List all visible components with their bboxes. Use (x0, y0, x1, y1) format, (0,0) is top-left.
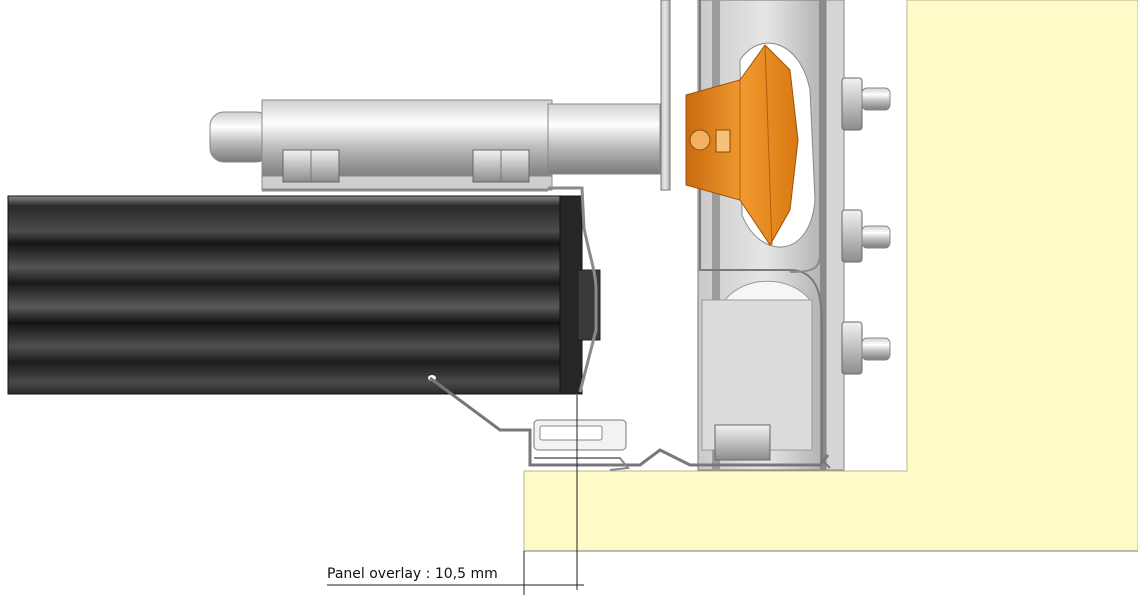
hinge-shaft (209, 99, 661, 191)
bolt-top (841, 77, 891, 131)
annotation-separator: : (421, 566, 435, 582)
annotation-value: 10,5 mm (434, 566, 498, 582)
bolt-middle (841, 209, 891, 263)
seal-clip-profile (429, 376, 830, 471)
steel-bracket-profile (262, 186, 598, 393)
guide-rod (660, 0, 671, 191)
hex-nut-right (472, 149, 530, 183)
annotation-label: Panel overlay (327, 566, 422, 582)
orange-roller (685, 44, 799, 246)
bolt-group (841, 77, 891, 375)
panel-overlay-annotation: Panel overlay : 10,5 mm (327, 566, 498, 582)
dimension-lines (327, 395, 584, 595)
panel-extrusion (7, 195, 601, 395)
hex-nut-left (282, 149, 340, 183)
bolt-bottom (841, 321, 891, 375)
